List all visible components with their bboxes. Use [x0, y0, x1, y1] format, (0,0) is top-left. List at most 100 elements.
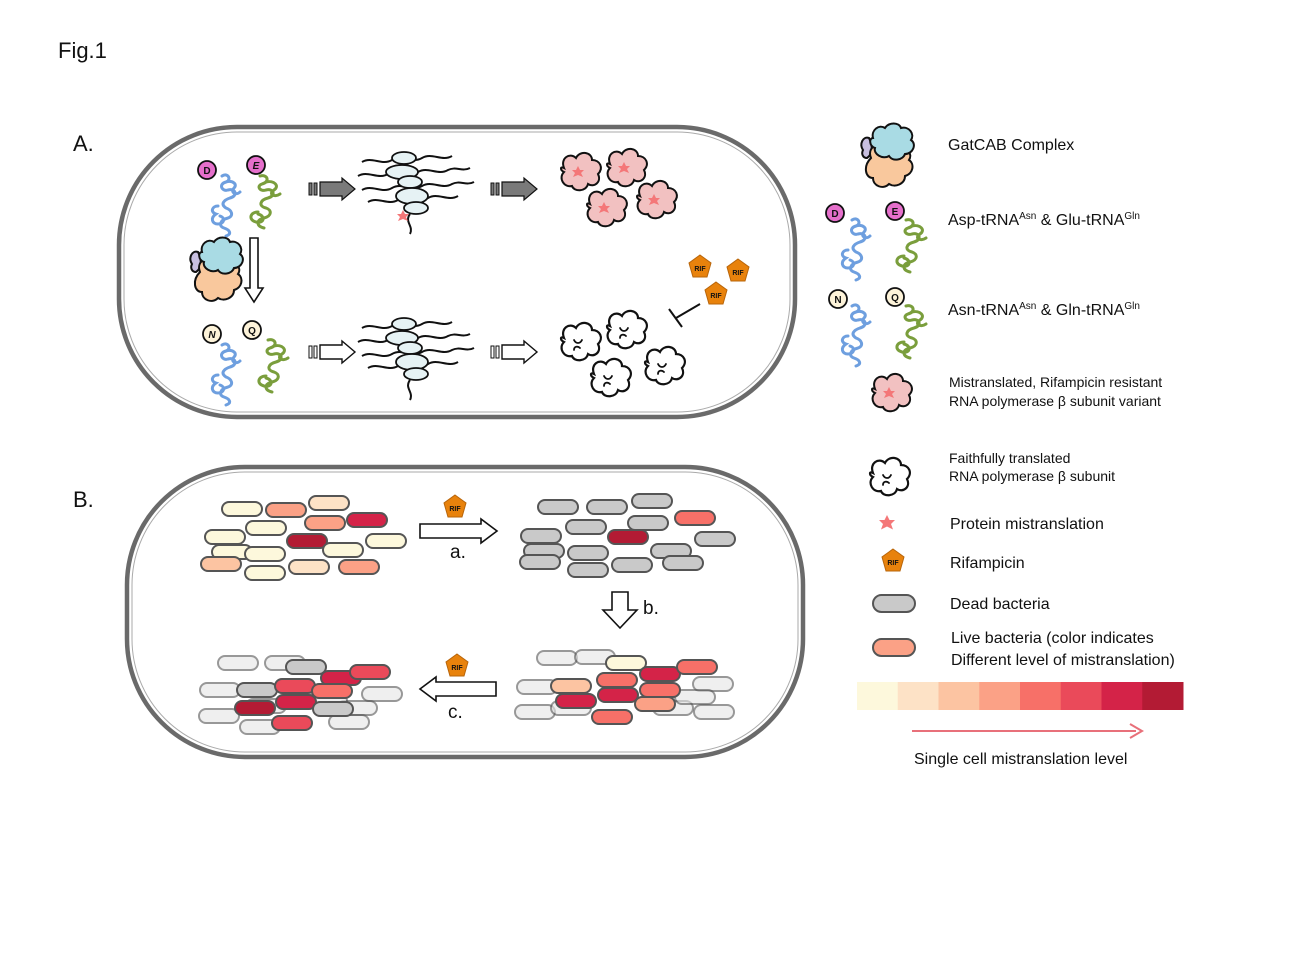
dead-bacterium [520, 528, 562, 544]
scale-label: Single cell mistranslation level [914, 751, 1128, 768]
scale-swatch [857, 682, 899, 710]
live-bacterium [204, 529, 246, 545]
live-bacterium [639, 666, 681, 682]
dead-bacterium [312, 701, 354, 717]
residue-d-icon [197, 160, 217, 180]
live-bacterium [596, 672, 638, 688]
step-c-label: c. [448, 702, 463, 723]
residue-n-icon [202, 324, 222, 344]
legend-rif-tag: RIF [887, 560, 899, 567]
legend-misacylated-sup1: Asn [1019, 211, 1037, 222]
live-bacterium [271, 715, 313, 731]
rif-label-3: RIF [710, 293, 722, 300]
arrow-fold-correct [490, 339, 539, 365]
legend-misacylated-sup2: Gln [1124, 211, 1140, 222]
arrow-translate-correct [308, 339, 357, 365]
dead-bacterium [236, 682, 278, 698]
legend-gatcab-icon [860, 122, 915, 188]
live-bacterium [639, 682, 681, 698]
dead-bacterium [662, 555, 704, 571]
panel-b-cell [124, 464, 806, 760]
live-bacterium [217, 655, 259, 671]
live-bacterium [244, 565, 286, 581]
live-bacterium [607, 529, 649, 545]
arrow-step-b [601, 591, 639, 630]
rif-cluster: RIF RIF RIF [688, 254, 750, 305]
legend-mistranslated-protein-icon [871, 372, 913, 413]
legend-residue-d: D [831, 209, 838, 220]
live-bacterium [198, 708, 240, 724]
live-bacterium [221, 501, 263, 517]
rif-label-2: RIF [732, 270, 744, 277]
panel-a-cell [116, 124, 798, 420]
legend-faithful-protein-icon [868, 456, 911, 497]
figure-label: Fig.1 [58, 38, 107, 63]
dead-bacterium [537, 499, 579, 515]
live-bacterium [311, 683, 353, 699]
arrow-translate-misacylated [308, 176, 356, 202]
faithful-protein-cluster [559, 309, 686, 398]
live-bacterium [555, 693, 597, 709]
inhibition-bar-icon [668, 303, 701, 328]
scale-swatch [979, 682, 1021, 710]
legend-misacylated-text: Asp-tRNAAsn & Glu-tRNAGln [948, 211, 1140, 231]
dead-bacterium [627, 515, 669, 531]
legend-protein-mistranslation-text: Protein mistranslation [950, 516, 1104, 533]
live-bacterium [676, 659, 718, 675]
mistranslation-color-scale [857, 682, 1184, 710]
panel-b-cell-inner [131, 471, 799, 753]
legend-correct-part1: Asn-tRNA [948, 302, 1020, 319]
live-bacterium [288, 559, 330, 575]
dead-bacterium [631, 493, 673, 509]
legend-correct-text: Asn-tRNAAsn & Gln-tRNAGln [948, 301, 1140, 321]
legend-dead-bacteria-icon [872, 594, 916, 613]
scale-swatch [1142, 682, 1184, 710]
dead-bacterium [586, 499, 628, 515]
live-bacterium [234, 700, 276, 716]
legend-mistranslation-star-icon [879, 515, 895, 530]
legend-correct-trna-icon: N Q [828, 287, 928, 368]
live-bacterium [265, 502, 307, 518]
legend-misacylated-trna-icon: D E [825, 201, 928, 282]
panel-a-cell-inner [123, 131, 791, 413]
residue-d-label: D [203, 166, 210, 177]
scale-swatch [1101, 682, 1143, 710]
legend-correct-sup1: Asn [1019, 301, 1037, 312]
ribosome-bottom-icon [357, 317, 475, 401]
dead-bacterium [694, 531, 736, 547]
rif-label-step-c: RIF [451, 665, 463, 672]
legend-correct-part2: & Gln-tRNA [1036, 302, 1125, 319]
panel-b-label: B. [73, 487, 94, 512]
residue-e-label: E [253, 161, 260, 172]
live-bacterium [328, 714, 370, 730]
residue-q-label: Q [248, 326, 256, 337]
live-bacterium [597, 687, 639, 703]
live-bacterium [536, 650, 578, 666]
live-bacterium [244, 546, 286, 562]
arrow-step-c [418, 675, 497, 703]
live-bacterium [674, 689, 716, 705]
scale-swatch [1060, 682, 1102, 710]
live-bacterium [365, 533, 407, 549]
live-bacterium [200, 556, 242, 572]
dead-bacterium [285, 659, 327, 675]
dead-bacterium [567, 562, 609, 578]
live-bacterium [634, 696, 676, 712]
live-bacterium [275, 694, 317, 710]
live-bacterium [361, 686, 403, 702]
live-bacterium [338, 559, 380, 575]
live-bacterium [605, 655, 647, 671]
legend-misacylated-part2: & Glu-tRNA [1036, 212, 1125, 229]
live-bacterium [674, 510, 716, 526]
bacteria-colonies [198, 493, 736, 735]
misacylated-trna-pair: D E [197, 155, 282, 238]
live-bacterium [692, 676, 734, 692]
rif-label-step-a: RIF [449, 506, 461, 513]
legend-residue-e: E [892, 207, 899, 218]
scale-swatch [938, 682, 980, 710]
live-bacterium [274, 678, 316, 694]
live-bacterium [346, 512, 388, 528]
legend-live-line1: Live bacteria (color indicates [951, 630, 1154, 647]
live-bacterium [308, 495, 350, 511]
